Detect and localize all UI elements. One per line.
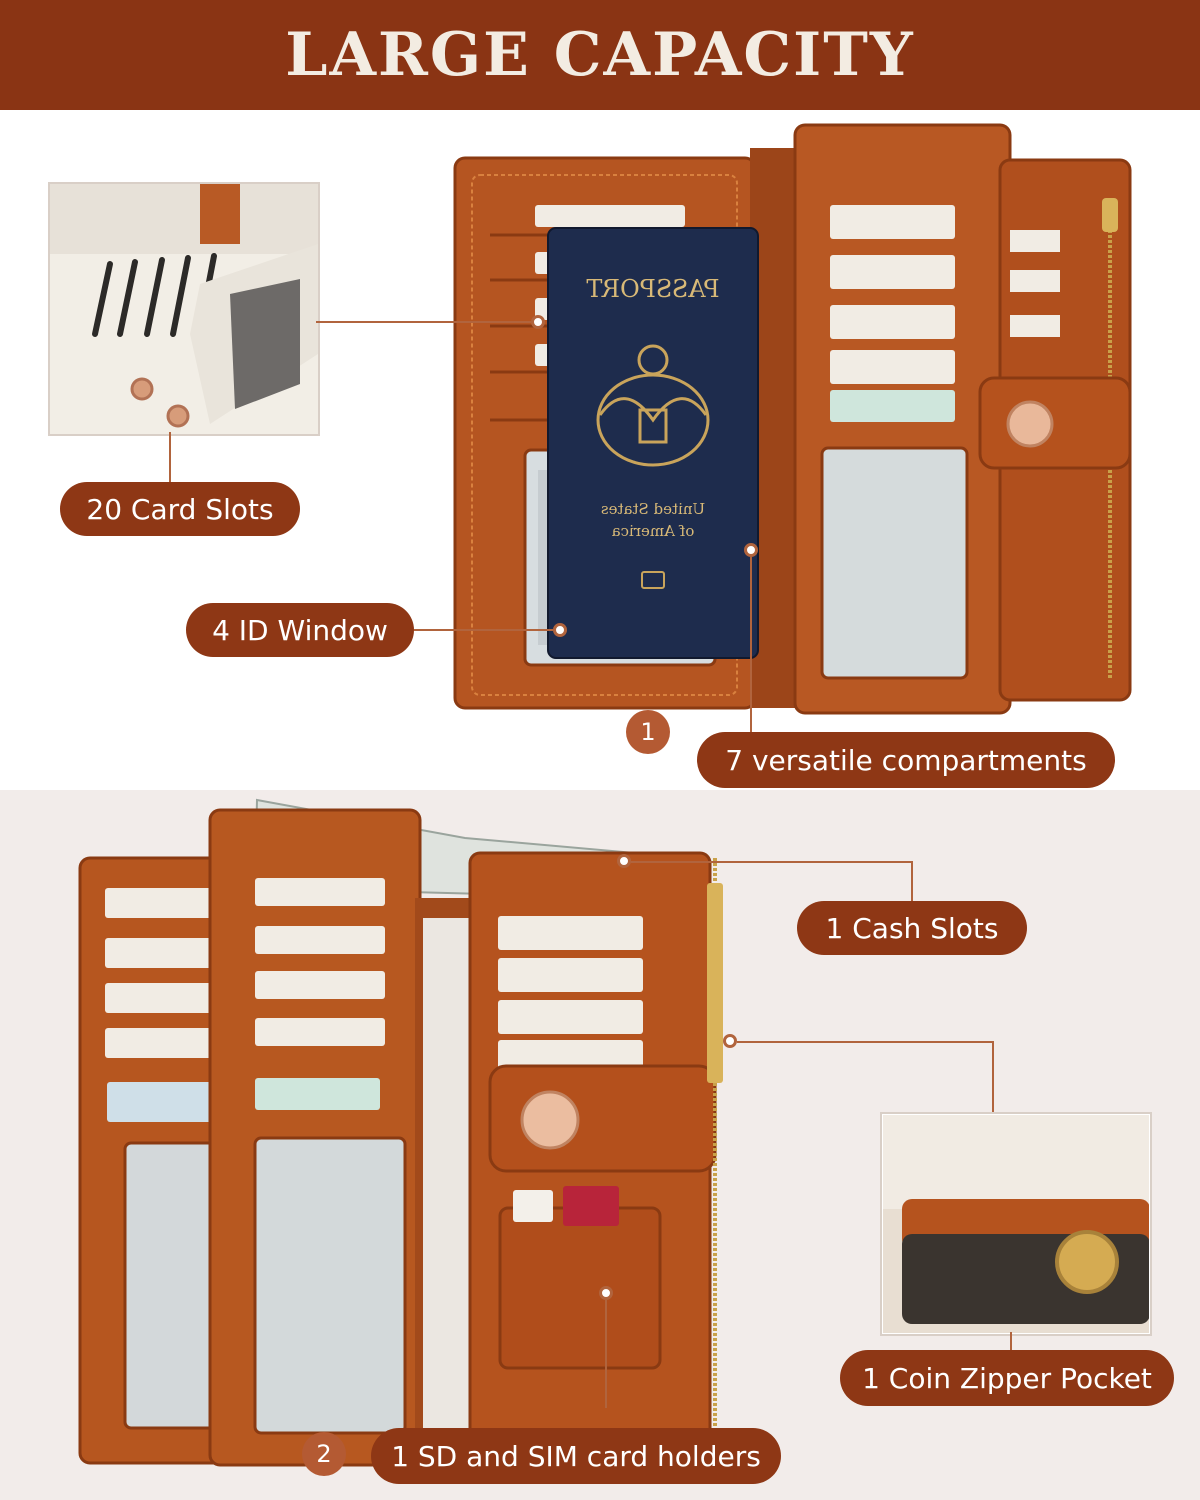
connector-cash-h	[631, 861, 912, 863]
header-banner	[0, 0, 1200, 110]
connector-cash-v	[911, 861, 913, 901]
connector-cash-dot	[617, 854, 631, 868]
connector-card-slots-v	[169, 432, 171, 482]
connector-id-window-dot	[553, 623, 567, 637]
connector-coin-h	[737, 1041, 993, 1043]
connector-compartments	[750, 557, 752, 732]
connector-sd-dot	[599, 1286, 613, 1300]
coin-icon	[1055, 1230, 1119, 1294]
label-coin-pocket: 1 Coin Zipper Pocket	[840, 1350, 1174, 1406]
page-title: LARGE CAPACITY	[285, 20, 915, 90]
connector-compartments-dot	[744, 543, 758, 557]
label-id-window: 4 ID Window	[186, 603, 414, 657]
coin-pocket-closeup-image	[880, 1112, 1152, 1336]
connector-coin-v	[992, 1041, 994, 1112]
passport-country-line1: United States	[600, 500, 706, 518]
passport-country-line2: of America	[611, 522, 695, 540]
step-badge-1: 1	[626, 710, 670, 754]
card-slot-closeup-image	[48, 182, 320, 436]
snap-button-icon	[1006, 400, 1054, 448]
label-cash-slots: 1 Cash Slots	[797, 901, 1027, 955]
connector-id-window	[414, 629, 553, 631]
connector-sd-v	[605, 1300, 607, 1408]
eagle-seal-icon	[596, 344, 710, 467]
step-badge-2: 2	[302, 1432, 346, 1476]
connector-coin-label	[1010, 1332, 1012, 1354]
open-wallet-cash-image	[75, 798, 740, 1478]
label-sd-sim: 1 SD and SIM card holders	[371, 1428, 781, 1484]
label-card-slots: 20 Card Slots	[60, 482, 300, 536]
open-wallet-passport-image	[450, 120, 1140, 720]
passport-title: PASSPORT	[586, 275, 720, 303]
connector-card-slots-h	[316, 321, 531, 323]
connector-card-slots-dot	[531, 315, 545, 329]
connector-coin-dot	[723, 1034, 737, 1048]
label-compartments: 7 versatile compartments	[697, 732, 1115, 788]
